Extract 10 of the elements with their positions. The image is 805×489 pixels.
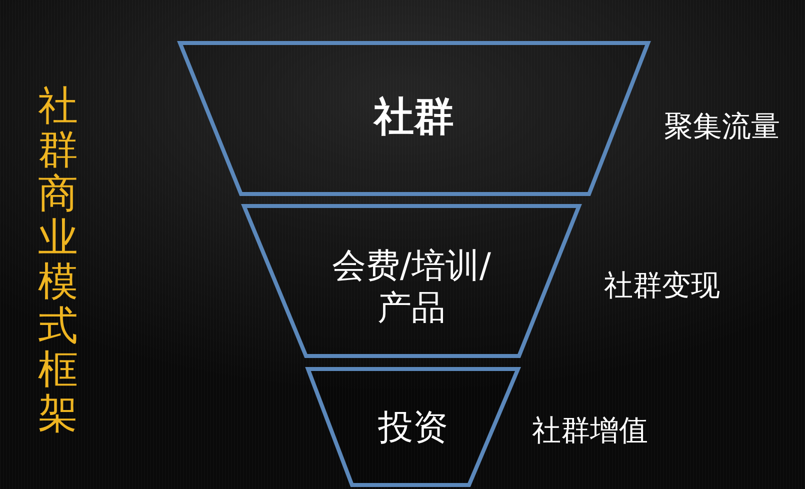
funnel-segment (242, 204, 581, 358)
tier-caption: 社群变现 (604, 268, 720, 302)
tier-label: 会费/培训/产品 (331, 244, 492, 330)
tier-caption: 社群增值 (532, 412, 648, 448)
tier-caption: 聚集流量 (664, 108, 780, 144)
funnel-segment (306, 367, 520, 487)
tier-label: 投资 (377, 407, 449, 450)
funnel-segment (178, 41, 650, 196)
tier-label: 社群 (372, 92, 455, 142)
vertical-title: 社群商业模式框架 (38, 84, 78, 436)
